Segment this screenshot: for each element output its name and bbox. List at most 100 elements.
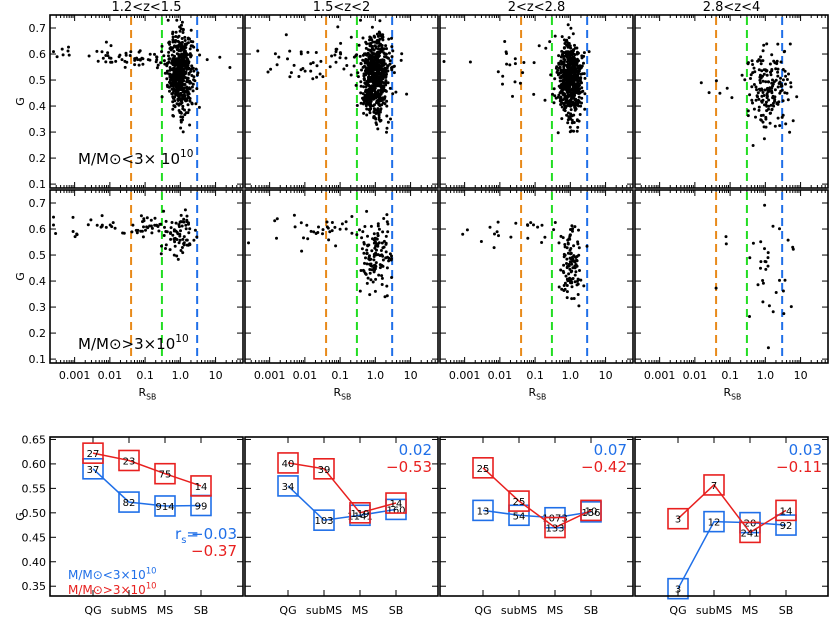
data-point <box>568 237 572 241</box>
count-label: 54 <box>513 511 526 522</box>
data-point <box>573 225 577 229</box>
data-point <box>372 83 376 87</box>
data-point <box>765 69 769 73</box>
data-point <box>513 62 517 66</box>
data-point <box>181 68 185 72</box>
data-point <box>190 102 194 106</box>
data-point <box>774 291 778 294</box>
data-point <box>190 85 194 89</box>
high-mass-marker <box>190 475 212 497</box>
y-tick-label: 0.45 <box>22 531 47 544</box>
data-point <box>174 30 178 34</box>
count-label: 14 <box>390 499 403 510</box>
y-tick-label: 0.4 <box>29 100 47 113</box>
data-point <box>376 55 380 59</box>
data-point <box>188 87 192 91</box>
data-point <box>311 77 315 81</box>
data-point <box>771 82 775 86</box>
data-point <box>364 61 368 65</box>
data-point <box>771 78 774 82</box>
data-point <box>303 69 307 73</box>
data-point <box>179 99 183 103</box>
data-point <box>786 98 790 102</box>
data-point <box>118 53 122 57</box>
data-point <box>228 66 232 69</box>
y-tick-label: 0.7 <box>29 22 47 35</box>
data-point <box>182 74 186 78</box>
data-point <box>188 80 191 84</box>
data-point <box>566 69 570 73</box>
data-point <box>765 87 769 91</box>
column-title: 2.8<z<4 <box>703 0 761 15</box>
data-point <box>256 49 260 53</box>
data-point <box>565 100 569 104</box>
data-point <box>380 75 384 79</box>
data-point <box>767 304 771 308</box>
data-point <box>195 87 199 91</box>
data-point <box>569 108 573 112</box>
data-point <box>160 95 164 99</box>
data-point <box>385 47 388 51</box>
data-point <box>373 236 377 240</box>
x-tick-label: 10 <box>404 369 418 382</box>
x-tick-label: 0.001 <box>644 369 676 382</box>
data-point <box>368 79 371 83</box>
category-label: SB <box>584 604 599 617</box>
data-point <box>505 52 508 55</box>
data-point <box>576 86 580 89</box>
data-point <box>367 83 370 87</box>
data-point <box>375 61 379 65</box>
category-label: QG <box>279 604 296 617</box>
data-point <box>205 58 209 62</box>
data-point <box>766 346 770 350</box>
data-point <box>171 114 175 117</box>
data-point <box>513 80 517 84</box>
data-point <box>138 58 142 62</box>
data-point <box>172 253 176 257</box>
data-point <box>762 43 766 47</box>
data-point <box>359 101 363 105</box>
data-point <box>188 242 192 246</box>
count-label: 3 <box>675 585 681 596</box>
data-point <box>175 57 178 61</box>
data-point <box>574 255 578 259</box>
data-point <box>556 131 560 135</box>
data-point <box>162 234 166 237</box>
y-tick-label: 0.3 <box>29 301 47 314</box>
data-point <box>699 81 703 85</box>
data-point <box>385 69 389 73</box>
data-point <box>325 225 329 229</box>
y-tick-label: 0.3 <box>29 126 47 139</box>
data-point <box>511 94 514 98</box>
panel-frame <box>439 436 634 597</box>
data-point <box>187 231 191 235</box>
data-point <box>562 108 566 112</box>
x-tick-label: 10 <box>794 369 808 382</box>
data-point <box>148 52 152 56</box>
category-label: SB <box>389 604 404 617</box>
category-label: MS <box>352 604 368 617</box>
data-point <box>52 50 55 54</box>
data-point <box>384 52 388 56</box>
data-point <box>442 60 446 63</box>
data-point <box>784 122 788 126</box>
data-point <box>315 75 319 79</box>
rs-label: rs= <box>175 525 199 546</box>
data-point <box>756 283 760 287</box>
count-label: 241 <box>740 528 759 539</box>
rs-low-value: 0.02 <box>399 441 432 459</box>
data-point <box>165 62 169 66</box>
data-point <box>577 304 581 308</box>
count-label: 12 <box>708 518 721 529</box>
data-point <box>367 103 371 107</box>
data-point <box>379 49 383 53</box>
data-point <box>771 224 775 228</box>
data-point <box>762 72 766 76</box>
data-point <box>386 64 390 68</box>
data-point <box>155 66 159 70</box>
x-tick-label: 1.0 <box>172 369 190 382</box>
low-mass-line <box>482 509 592 519</box>
data-point <box>183 90 187 94</box>
data-point <box>570 255 574 259</box>
data-point <box>180 40 184 44</box>
